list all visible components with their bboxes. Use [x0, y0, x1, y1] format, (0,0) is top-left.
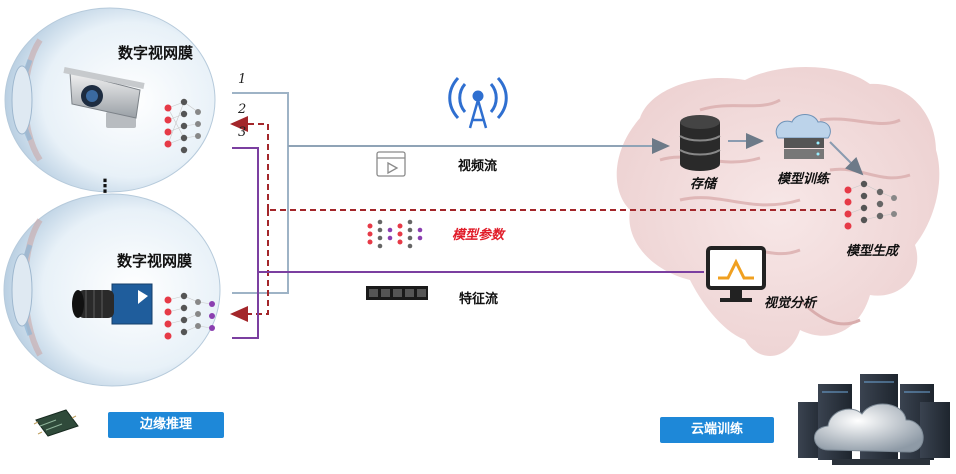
video-stream-line [232, 92, 670, 294]
chip-icon [33, 409, 79, 437]
neural-net-icon [164, 98, 201, 154]
model-training-label: 模型训练 [777, 172, 830, 187]
server-cloud-icon [798, 374, 950, 465]
visual-analysis-label: 视觉分析 [764, 296, 817, 311]
neural-net-icon [367, 219, 423, 249]
database-icon [679, 115, 721, 171]
video-play-icon [376, 151, 406, 177]
storage-label: 存储 [690, 177, 717, 192]
cloud-training-button[interactable]: 云端训练 [660, 417, 774, 443]
industrial-camera-icon [72, 283, 153, 325]
model-generation-label: 模型生成 [846, 244, 899, 259]
ellipsis-vertical: ⋮ [96, 176, 114, 197]
stream-number-3: 3 [238, 125, 247, 140]
training-to-generation-arrow [829, 141, 864, 176]
cloud-server-icon [775, 114, 831, 159]
stream-number-1: 1 [238, 72, 247, 87]
edge-inference-button[interactable]: 边缘推理 [108, 412, 224, 438]
neural-net-icon [164, 292, 215, 340]
model-params-line [230, 116, 836, 322]
feature-bar-icon [366, 286, 428, 300]
feature-stream-line [232, 147, 704, 339]
brain-icon [616, 66, 940, 357]
antenna-icon [448, 76, 508, 129]
video-stream-label: 视频流 [458, 159, 498, 174]
feature-stream-label: 特征流 [459, 292, 499, 307]
bottom-retina-title: 数字视网膜 [117, 252, 193, 270]
top-retina-title: 数字视网膜 [118, 44, 194, 62]
stream-number-2: 2 [238, 102, 247, 117]
model-params-label: 模型参数 [452, 228, 505, 243]
neural-net-icon [844, 180, 897, 230]
monitor-chart-icon [706, 246, 766, 302]
surveillance-camera-icon [63, 67, 145, 128]
